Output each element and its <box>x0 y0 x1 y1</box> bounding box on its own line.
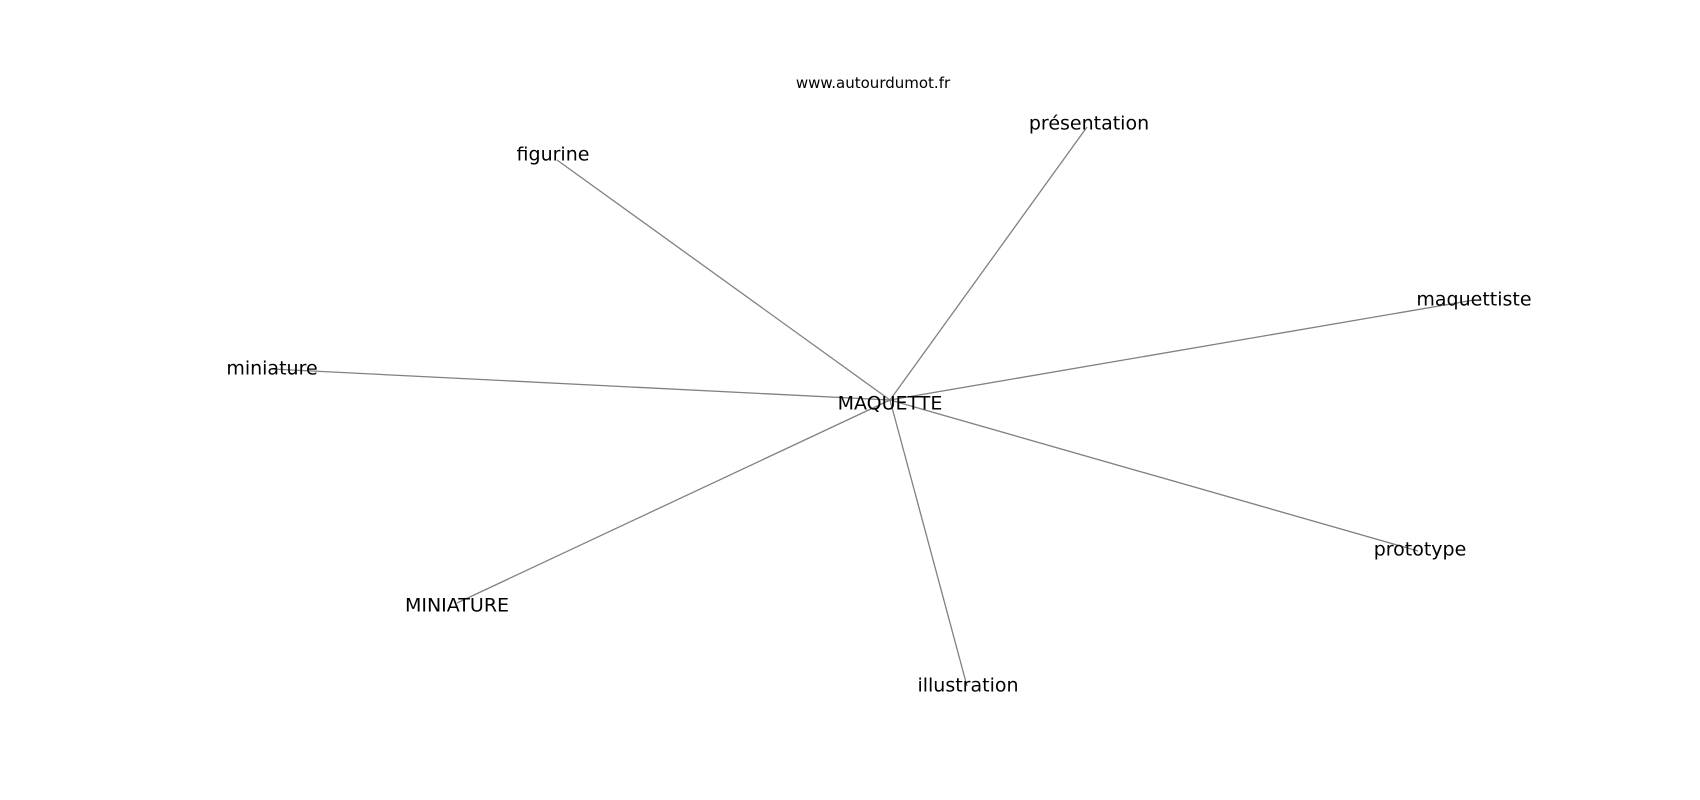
node-miniature: miniature <box>226 358 317 380</box>
edge-illustration <box>889 399 968 687</box>
edge-presentation <box>889 126 1088 401</box>
edge-figurine <box>556 159 891 401</box>
edge-miniature <box>271 368 891 401</box>
edges <box>271 126 1475 687</box>
source-url: www.autourdumot.fr <box>796 74 951 92</box>
node-maquettiste: maquettiste <box>1416 289 1531 311</box>
node-presentation: présentation <box>1029 113 1149 135</box>
edge-maquettiste <box>889 299 1475 401</box>
node-figurine: figurine <box>517 144 590 166</box>
edge-miniature-upper <box>456 399 891 604</box>
node-miniature-upper: MINIATURE <box>405 595 509 617</box>
node-prototype: prototype <box>1374 539 1467 561</box>
edge-prototype <box>889 399 1419 552</box>
node-illustration: illustration <box>917 675 1018 697</box>
node-center: MAQUETTE <box>838 393 943 415</box>
